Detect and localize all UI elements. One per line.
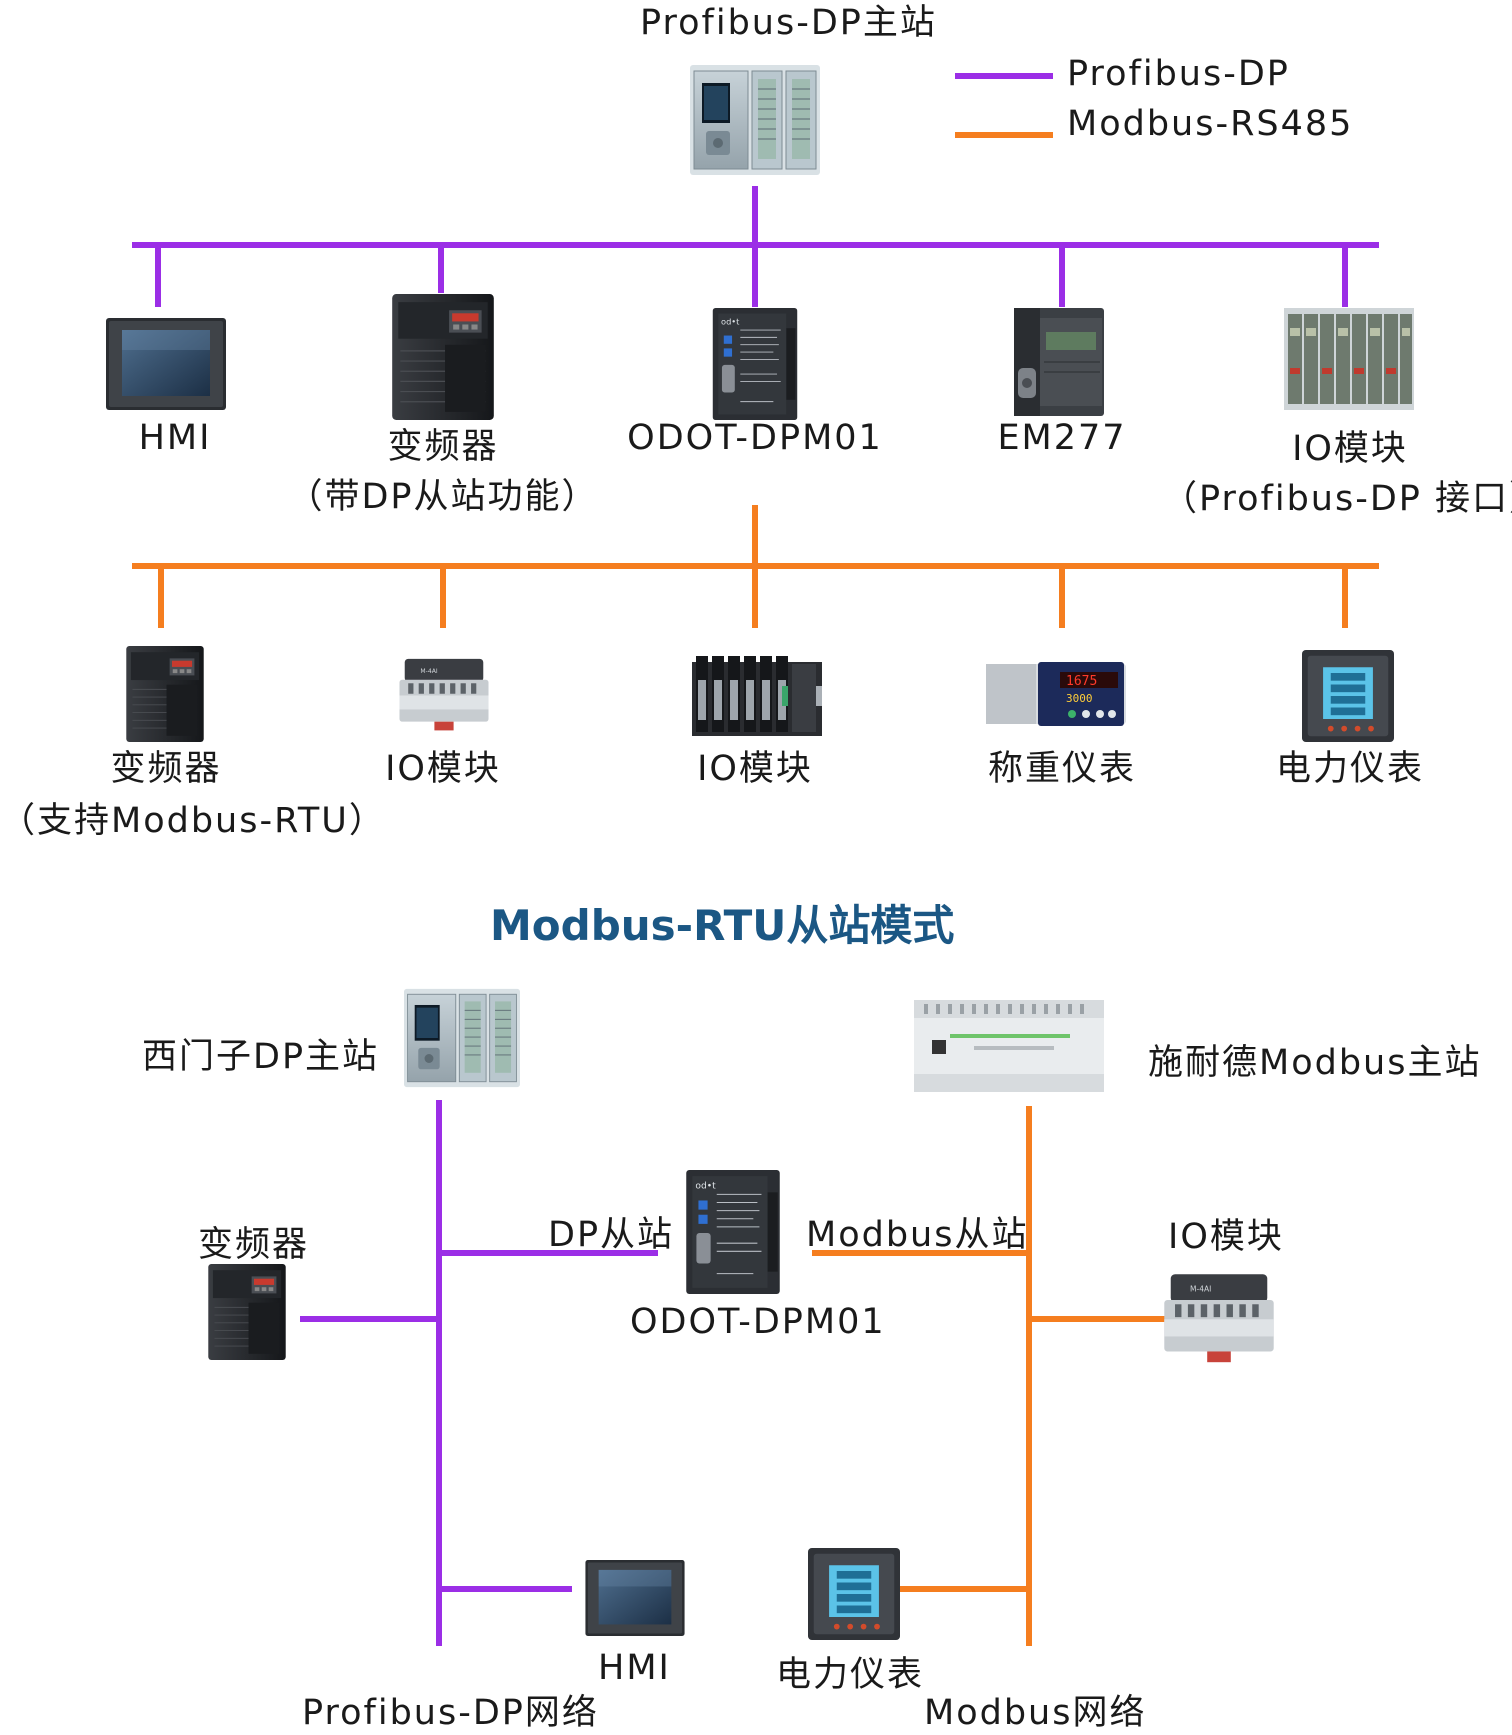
profibus-master-label: Profibus-DP主站	[640, 3, 937, 43]
vfd-label: 变频器	[198, 1225, 310, 1265]
modbus-device-scale-label: 称重仪表	[987, 749, 1136, 789]
power-meter-icon	[1302, 650, 1394, 742]
profibus-drop-em277	[1059, 245, 1065, 307]
modbus-device-meter-label: 电力仪表	[1275, 749, 1424, 789]
frequency-inverter-icon	[208, 1264, 286, 1360]
modbus-branch-io	[1030, 1316, 1168, 1322]
schneider-plc-icon	[914, 994, 1104, 1098]
dp-device-io-label: IO模块	[1292, 429, 1408, 469]
profibus-drop-hmi	[155, 245, 161, 307]
profibus-drop-vfd	[438, 245, 444, 293]
hmi-label: HMI	[598, 1648, 671, 1688]
modbus-branch-gateway	[812, 1250, 1030, 1256]
dp-slave-label: DP从站	[548, 1215, 675, 1255]
legend-profibus-label: Profibus-DP	[1067, 54, 1290, 94]
din-rail-io-icon	[396, 644, 492, 740]
din-rail-io-icon	[1160, 1256, 1278, 1374]
dp-device-em277-label: EM277	[997, 418, 1127, 458]
modbus-network-label: Modbus网络	[924, 1693, 1147, 1733]
modbus-drop-vfd	[158, 566, 164, 628]
dp-device-vfd-label: 变频器	[387, 427, 499, 467]
dp-device-gateway-label: ODOT-DPM01	[627, 418, 883, 458]
frequency-inverter-icon	[126, 646, 204, 742]
profibus-trunk-line	[436, 1100, 442, 1646]
modbus-drop-io2	[752, 566, 758, 628]
modbus-slave-label: Modbus从站	[806, 1215, 1029, 1255]
modbus-gateway-drop	[752, 505, 758, 567]
modbus-drop-io1	[440, 566, 446, 628]
modbus-drop-meter	[1342, 566, 1348, 628]
modbus-device-io1-label: IO模块	[385, 749, 501, 789]
odot-gateway-icon	[686, 1170, 780, 1294]
profibus-drop-io	[1342, 245, 1348, 307]
profibus-drop-gateway	[752, 245, 758, 307]
io-rack-icon	[690, 656, 824, 736]
profibus-branch-hmi	[436, 1586, 572, 1592]
frequency-inverter-icon	[392, 294, 494, 420]
siemens-plc-icon	[690, 62, 820, 178]
dp-device-vfd-sublabel: （带DP从站功能）	[287, 477, 599, 517]
weighing-indicator-icon	[986, 654, 1126, 734]
dp-device-hmi-label: HMI	[138, 418, 212, 458]
profibus-master-drop	[752, 186, 758, 246]
hmi-panel-icon	[104, 318, 228, 410]
hmi-panel-icon	[584, 1560, 686, 1636]
profibus-branch-vfd	[300, 1316, 440, 1322]
modbus-device-vfd-label: 变频器	[110, 749, 222, 789]
io-module-label: IO模块	[1168, 1217, 1284, 1257]
modbus-branch-meter	[898, 1586, 1030, 1592]
em277-module-icon	[1014, 308, 1104, 416]
modbus-device-io2-label: IO模块	[697, 749, 813, 789]
legend-profibus-swatch	[955, 73, 1053, 79]
profibus-branch-gateway	[436, 1250, 658, 1256]
legend-modbus-label: Modbus-RS485	[1067, 104, 1354, 144]
schneider-master-label: 施耐德Modbus主站	[1148, 1043, 1482, 1083]
dp-device-io-sublabel: （Profibus-DP 接口）	[1162, 479, 1512, 519]
modbus-device-vfd-sublabel: （支持Modbus-RTU）	[0, 801, 386, 841]
modbus-drop-scale	[1059, 566, 1065, 628]
power-meter-icon	[808, 1548, 900, 1640]
power-meter-label: 电力仪表	[776, 1655, 925, 1695]
profibus-network-label: Profibus-DP网络	[302, 1693, 599, 1733]
legend-modbus-swatch	[955, 132, 1053, 138]
modbus-trunk-line	[1026, 1106, 1032, 1646]
section-title: Modbus-RTU从站模式	[490, 901, 955, 950]
siemens-plc-icon	[404, 982, 520, 1094]
io-module-icon	[1284, 308, 1414, 410]
gateway-label: ODOT-DPM01	[630, 1302, 886, 1342]
siemens-master-label: 西门子DP主站	[142, 1037, 380, 1077]
odot-gateway-icon	[708, 308, 802, 420]
